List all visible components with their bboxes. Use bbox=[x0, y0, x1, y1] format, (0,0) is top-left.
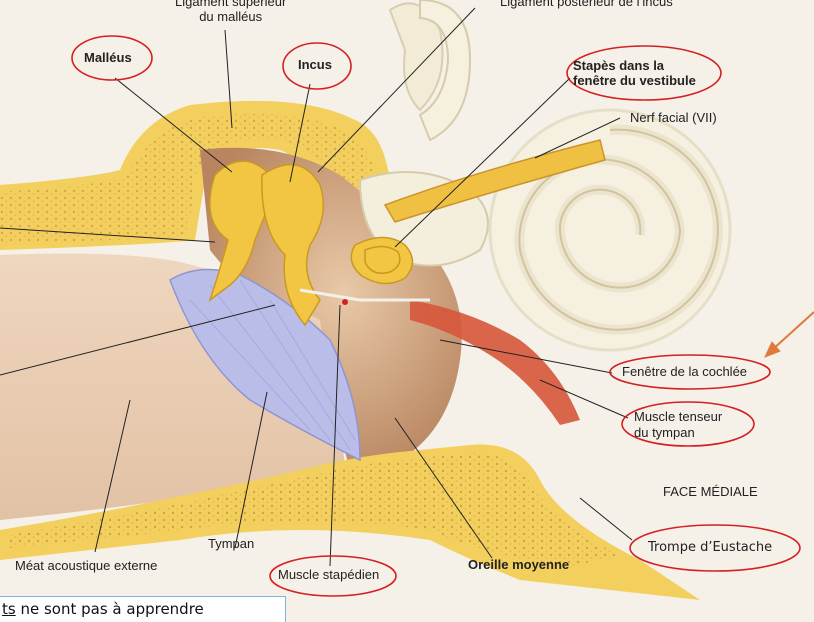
label-face-mediale: FACE MÉDIALE bbox=[663, 484, 758, 499]
orange-arrow bbox=[764, 311, 814, 358]
incus-bone bbox=[261, 163, 325, 327]
label-stapes: Stapès dans la fenêtre du vestibule bbox=[573, 58, 696, 88]
tensor-tympani-muscle bbox=[410, 300, 580, 425]
facial-nerve bbox=[383, 139, 606, 223]
note-underlined: ts bbox=[2, 600, 16, 618]
note-text: ne sont pas à apprendre bbox=[15, 600, 204, 618]
note-box: ts ne sont pas à apprendre bbox=[0, 596, 286, 622]
label-ligament-posterieur: Ligament postérieur de l’incus bbox=[500, 0, 673, 9]
label-muscle-tenseur: Muscle tenseur du tympan bbox=[634, 409, 723, 440]
circle-stapedien bbox=[269, 555, 397, 597]
label-malleus: Malléus bbox=[84, 50, 132, 65]
leader-lines bbox=[0, 7, 633, 567]
label-incus: Incus bbox=[298, 57, 332, 72]
cochlea bbox=[488, 108, 732, 352]
malleus-bone bbox=[208, 160, 276, 303]
circle-incus bbox=[282, 42, 352, 90]
circle-stapes bbox=[566, 45, 722, 101]
label-meat-acoustique: Méat acoustique externe bbox=[15, 558, 158, 573]
circle-malleus bbox=[71, 35, 153, 81]
label-tympan: Tympan bbox=[208, 536, 255, 551]
label-oreille-moyenne: Oreille moyenne bbox=[468, 557, 570, 572]
stapes-bone bbox=[350, 236, 414, 285]
circle-tenseur bbox=[621, 401, 755, 447]
label-fenetre-cochlee: Fenêtre de la cochlée bbox=[622, 364, 748, 379]
label-nerf-facial: Nerf facial (VII) bbox=[630, 110, 717, 125]
circle-trompe bbox=[629, 524, 801, 572]
ossicles bbox=[208, 160, 414, 327]
label-muscle-stapedien: Muscle stapédien bbox=[278, 567, 380, 582]
highlight-circles bbox=[71, 35, 801, 597]
label-ligament-superieur: Ligament supérieur du malléus bbox=[175, 0, 287, 24]
label-trompe-eustache: Trompe d’Eustache bbox=[648, 540, 773, 555]
circle-fenetre bbox=[609, 354, 771, 390]
